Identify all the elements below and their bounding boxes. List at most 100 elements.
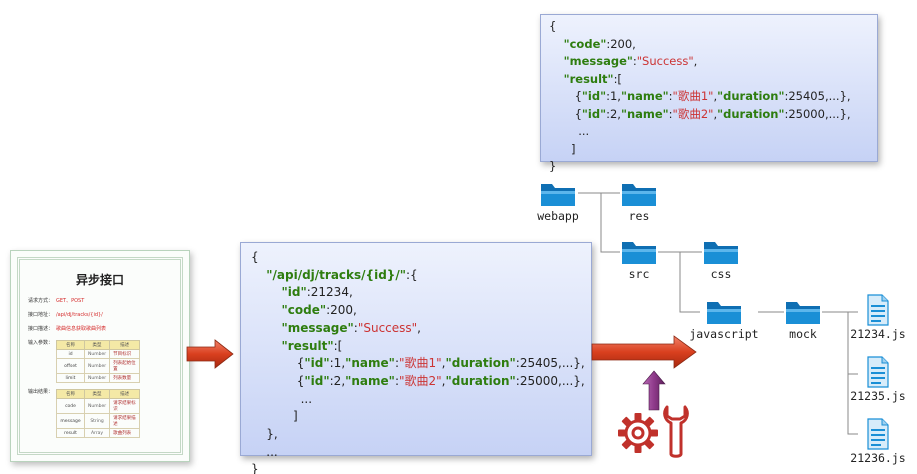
folder-icon xyxy=(704,242,738,264)
colon: : xyxy=(394,356,399,371)
table-cell: 歌曲列表 xyxy=(109,428,141,438)
brace: { xyxy=(251,250,259,264)
brace: { xyxy=(574,106,582,121)
file-label: 21235.js xyxy=(850,389,906,403)
folder-mock[interactable]: mock xyxy=(774,298,832,341)
table-cell: Number xyxy=(83,358,111,374)
comma: , xyxy=(713,106,718,121)
doc-row-method: 请求方式： GET、POST xyxy=(28,298,174,304)
folder-res[interactable]: res xyxy=(610,180,668,223)
json-value: :21234, xyxy=(306,285,353,300)
code-line: "id":21234, xyxy=(251,284,591,302)
file-21234[interactable]: 21234.js xyxy=(846,294,910,341)
json-string: "Success" xyxy=(636,54,694,68)
table-row: offset Number 列表起始位置 xyxy=(56,358,141,374)
doc-input-table: 名称 类型 描述 id Number 节目标识 offset Number 列表… xyxy=(56,340,141,383)
wrench-icon xyxy=(663,405,689,458)
json-key: "result" xyxy=(563,71,614,86)
json-key: "/api/dj/tracks/{id}/" xyxy=(266,267,406,282)
json-key: "name" xyxy=(345,373,395,388)
comma: , xyxy=(713,89,718,103)
folder-javascript[interactable]: javascript xyxy=(686,298,762,341)
json-key: "name" xyxy=(620,106,669,121)
folder-icon xyxy=(707,302,741,324)
bracket: ] xyxy=(292,409,298,424)
file-21236[interactable]: 21236.js xyxy=(846,418,910,465)
folder-webapp[interactable]: webapp xyxy=(528,180,588,223)
brace: } xyxy=(251,462,259,474)
folder-src[interactable]: src xyxy=(610,238,668,281)
json-string: "歌曲1" xyxy=(672,89,714,103)
doc-row-value: GET、POST xyxy=(56,298,85,304)
code-line: } xyxy=(549,158,877,176)
table-header-row: 名称 类型 描述 xyxy=(56,340,141,350)
right-arrow-icon xyxy=(186,339,234,369)
comma: , xyxy=(441,356,446,371)
code-line: "message":"Success", xyxy=(549,53,877,71)
doc-output-section: 输出结果： 名称 类型 描述 code Number 请求结果标识 messag… xyxy=(28,389,174,438)
doc-row-label: 请求方式： xyxy=(28,298,54,304)
table-header: 描述 xyxy=(109,389,141,399)
folder-icon xyxy=(786,302,820,324)
table-row: limit Number 列表数量 xyxy=(56,373,141,383)
json-value: :1, xyxy=(606,89,621,103)
code-line: { xyxy=(549,18,877,36)
json-key: "message" xyxy=(563,54,633,68)
table-cell: 列表数量 xyxy=(109,373,141,383)
table-cell: 列表起始位置 xyxy=(109,358,141,374)
json-value: :25405,...}, xyxy=(515,356,585,371)
json-value: :200, xyxy=(606,36,636,51)
json-key: "duration" xyxy=(717,106,785,121)
folder-label: css xyxy=(710,267,732,281)
code-line: ] xyxy=(251,408,591,426)
brace: } xyxy=(549,159,557,173)
json-key: "duration" xyxy=(445,356,516,371)
code-line: {"id":2,"name":"歌曲2","duration":25000,..… xyxy=(549,106,877,124)
json-string: "Success" xyxy=(357,320,418,335)
table-cell: offset xyxy=(56,358,85,374)
code-line: "result":[ xyxy=(251,338,591,356)
doc-row-value: 歌曲信息获取歌曲列表 xyxy=(56,326,107,332)
json-key: "id" xyxy=(281,285,307,300)
file-label: 21234.js xyxy=(850,327,906,341)
json-key: "result" xyxy=(281,338,334,353)
table-cell: 节目标识 xyxy=(109,349,141,359)
ellipsis: ... xyxy=(266,444,278,459)
doc-row-label: 接口地址： xyxy=(28,312,54,318)
json-value: :25000,...}, xyxy=(515,373,585,388)
right-arrow-icon xyxy=(591,335,697,369)
code-line: ... xyxy=(549,123,877,141)
file-21235[interactable]: 21235.js xyxy=(846,356,910,403)
code-line: "result":[ xyxy=(549,71,877,89)
table-cell: id xyxy=(56,349,85,359)
code-line: ... xyxy=(251,391,591,409)
json-key: "name" xyxy=(345,356,395,371)
table-cell: Number xyxy=(83,349,111,359)
table-cell: Number xyxy=(83,373,111,383)
colon: : xyxy=(668,89,673,103)
table-cell: 请求结果标识 xyxy=(109,398,141,414)
code-line: {"id":1,"name":"歌曲1","duration":25405,..… xyxy=(251,355,591,373)
json-string: "歌曲1" xyxy=(398,356,442,371)
json-punct: :[ xyxy=(333,338,343,353)
table-header: 类型 xyxy=(83,389,111,399)
folder-css[interactable]: css xyxy=(692,238,750,281)
json-value: :200, xyxy=(326,303,357,318)
json-key: "id" xyxy=(304,356,330,371)
mock-json-box: { "/api/dj/tracks/{id}/":{ "id":21234, "… xyxy=(240,242,592,474)
doc-row-label: 接口描述： xyxy=(28,326,54,332)
code-line: }, xyxy=(251,426,591,444)
doc-output-table: 名称 类型 描述 code Number 请求结果标识 message Stri… xyxy=(56,389,141,438)
json-value: :1, xyxy=(329,356,346,371)
table-row: code Number 请求结果标识 xyxy=(56,398,141,414)
table-cell: limit xyxy=(56,373,85,383)
table-cell: result xyxy=(56,428,85,438)
comma: , xyxy=(441,373,446,388)
brace: { xyxy=(549,19,557,33)
table-cell: Number xyxy=(83,398,111,414)
table-header: 名称 xyxy=(56,340,85,350)
brace: { xyxy=(574,89,582,103)
colon: : xyxy=(394,373,399,388)
colon: : xyxy=(353,320,358,335)
table-cell: 请求结果描述 xyxy=(109,413,141,429)
